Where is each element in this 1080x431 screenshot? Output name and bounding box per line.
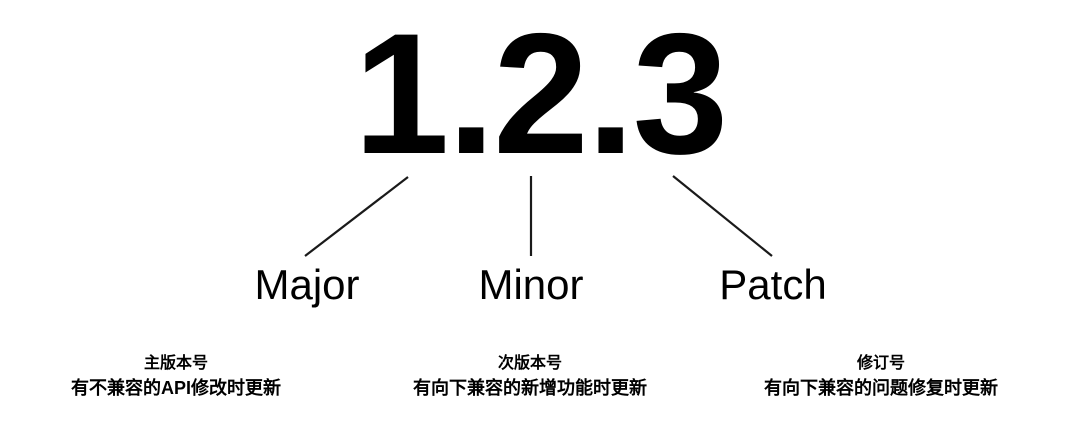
role-label-minor: Minor	[478, 261, 584, 308]
caption-minor-description: 有向下兼容的新增功能时更新	[413, 378, 647, 399]
caption-minor-title: 次版本号	[497, 355, 562, 372]
caption-patch-description: 有向下兼容的问题修复时更新	[764, 378, 998, 399]
caption-patch: 修订号 有向下兼容的问题修复时更新	[764, 352, 998, 401]
caption-patch-title: 修订号	[856, 355, 905, 372]
role-label-patch: Patch	[719, 261, 827, 308]
caption-major: 主版本号 有不兼容的API修改时更新	[71, 352, 281, 401]
role-label-major: Major	[254, 261, 360, 308]
connector-line-patch	[672, 175, 773, 257]
connector-line-major	[304, 176, 409, 257]
caption-major-description: 有不兼容的API修改时更新	[70, 378, 282, 399]
caption-major-title: 主版本号	[143, 355, 209, 372]
version-number: 1.2.3	[353, 0, 729, 190]
caption-minor: 次版本号 有向下兼容的新增功能时更新	[413, 352, 647, 401]
